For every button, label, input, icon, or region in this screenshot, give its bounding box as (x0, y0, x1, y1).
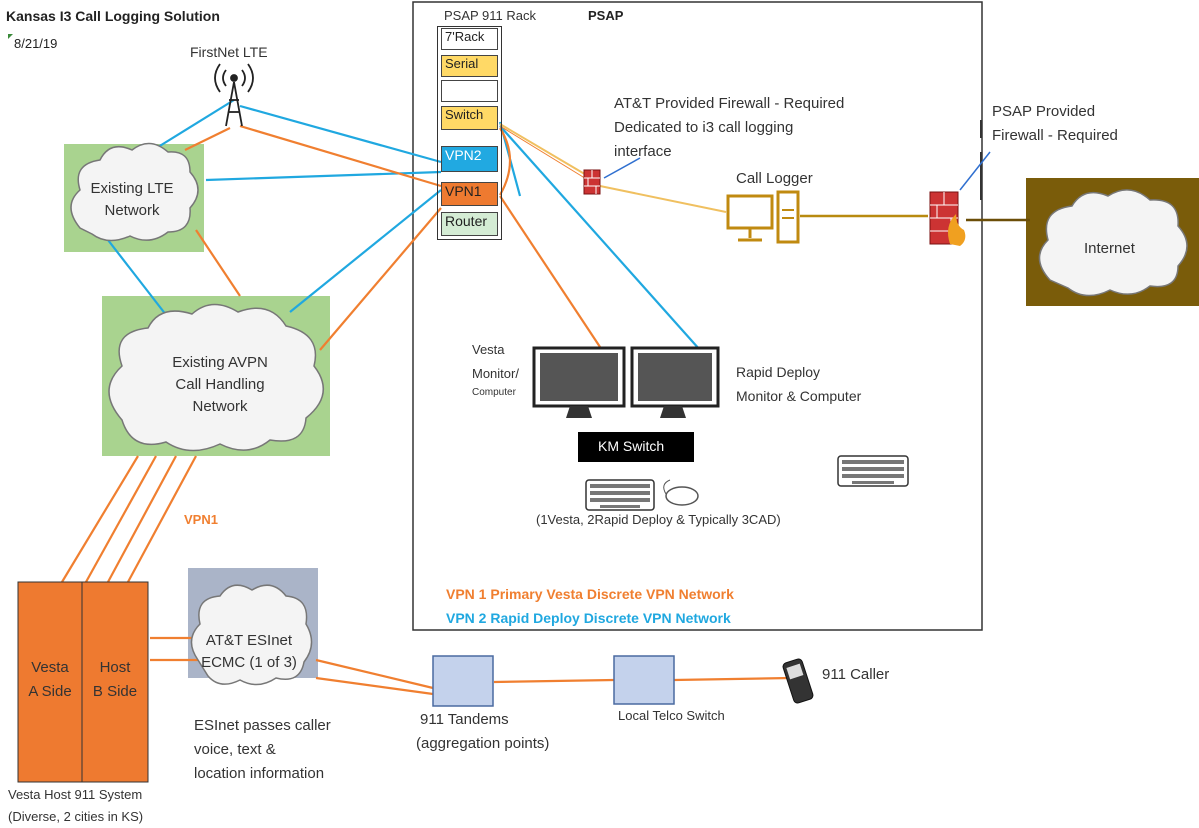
km-switch-box (578, 432, 694, 462)
rack-vpn2: VPN2 (441, 146, 498, 172)
call-logger-icon (726, 190, 800, 244)
phone-icon (782, 658, 814, 704)
vesta-host-b (81, 581, 149, 783)
psap-firewall-pointer (959, 151, 991, 191)
date-label: 8/21/19 (14, 36, 58, 51)
internet-label: Internet (1084, 240, 1135, 257)
switch-firewall-link2 (499, 125, 589, 181)
km-switch-label: KM Switch (598, 438, 665, 454)
rack-frame (437, 26, 502, 240)
host-caption: Vesta Host 911 System(Diverse, 2 cities … (8, 787, 144, 824)
internet-cloud (1038, 189, 1188, 297)
legend-vpn2: VPN 2 Rapid Deploy Discrete VPN Network (446, 610, 731, 626)
esinet-cloud (190, 584, 313, 686)
rack-blank (441, 80, 498, 102)
tandem-switch (432, 655, 494, 707)
page-title: Kansas I3 Call Logging Solution (6, 8, 220, 24)
rapid-deploy-monitor-icon (630, 346, 720, 418)
att-firewall-icon (583, 169, 601, 195)
avpn-cloud (108, 303, 325, 452)
rack-router: Router (441, 212, 498, 236)
firstnet-label: FirstNet LTE (190, 44, 268, 60)
mouse-icon (663, 479, 699, 506)
switch-firewall-link (499, 123, 589, 177)
call-logger-label: Call Logger (736, 170, 813, 187)
rack-vpn1: VPN1 (441, 182, 498, 206)
keyboard2-icon (837, 455, 909, 487)
att-firewall-pointer (603, 157, 641, 179)
telco-switch (613, 655, 675, 705)
telco-label: Local Telco Switch (618, 708, 725, 723)
date-marker (8, 34, 13, 39)
psap-box (412, 1, 983, 631)
antenna-icon (214, 63, 254, 127)
vesta-host-a (17, 581, 83, 783)
psap-rack-title: PSAP 911 Rack (444, 8, 537, 23)
firewall-logger-link (599, 185, 727, 213)
psap-title: PSAP (588, 8, 624, 23)
rack-7rack: 7'Rack (441, 28, 498, 50)
legend-vpn1: VPN 1 Primary Vesta Discrete VPN Network (446, 586, 734, 602)
km-note: (1Vesta, 2Rapid Deploy & Typically 3CAD) (536, 512, 781, 527)
tandems-label: 911 Tandems(aggregation points) (416, 711, 550, 752)
vpn1-label: VPN1 (184, 512, 218, 527)
vpn2-links (107, 99, 701, 351)
caller-label: 911 Caller (822, 666, 890, 683)
vesta-monitor-icon (532, 346, 626, 418)
keyboard-icon (585, 479, 655, 511)
lte-cloud (70, 142, 199, 242)
rack-serial: Serial (441, 55, 498, 77)
psap-firewall-icon (929, 191, 966, 246)
vpn1-links (61, 124, 791, 696)
rack-switch: Switch (441, 106, 498, 130)
